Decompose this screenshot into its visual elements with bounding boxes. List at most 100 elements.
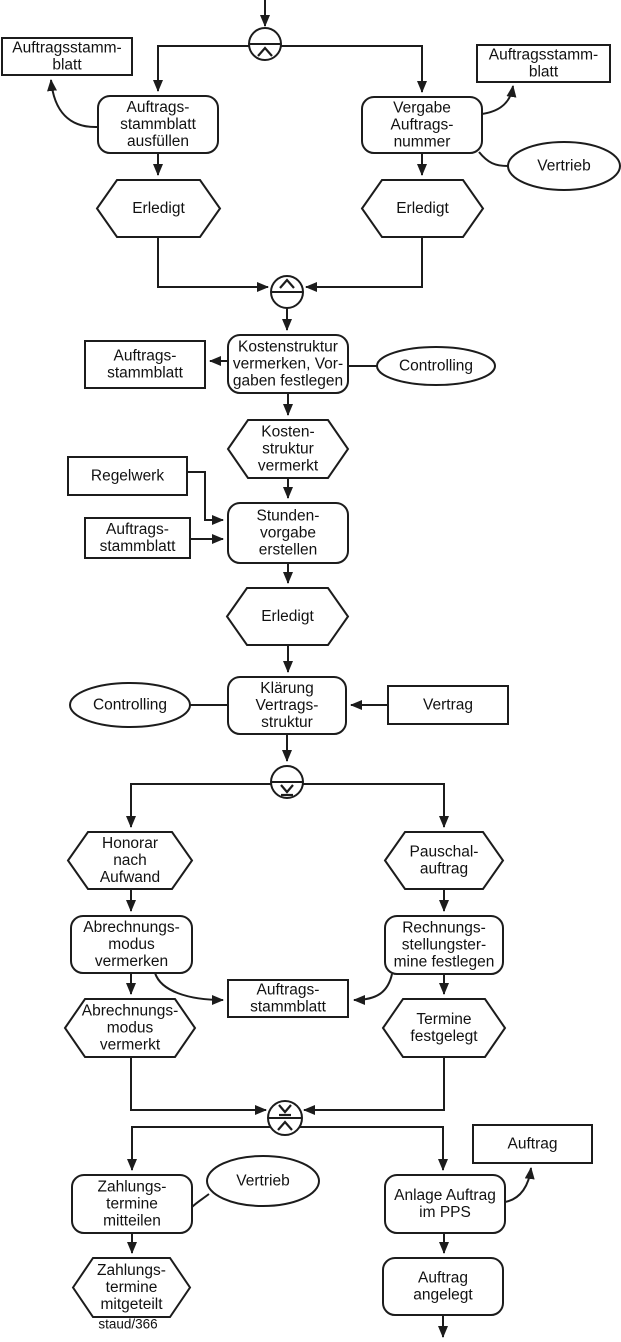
org-controlling-bottom: Controlling	[69, 682, 191, 728]
doc-auftragsstammblatt-top-left-shape	[1, 37, 133, 76]
fn-stundenvorgabe-erstellen-shape	[227, 502, 349, 564]
ev-erledigt-left: Erledigt	[95, 179, 222, 238]
and-operator-icon	[277, 1120, 293, 1131]
ev-pauschalauftrag: Pauschal-auftrag	[383, 831, 505, 890]
and-operator-icon	[279, 278, 295, 289]
xor-operator-icon	[278, 1104, 292, 1117]
doc-auftragsstammblatt-top-left: Auftragsstamm-blatt	[1, 37, 133, 76]
ev-erledigt-mid: Erledigt	[225, 587, 350, 646]
connector-xor-split	[270, 765, 304, 799]
doc-regelwerk-label: Regelwerk	[91, 468, 164, 485]
edge-doc-regelwerk-to-fn	[187, 471, 224, 525]
org-controlling-top: Controlling	[376, 346, 496, 386]
doc-vertrag-label: Vertrag	[423, 697, 473, 714]
fn-rechnungsstellungstermine-label: Rechnungs-stellungster-mine festlegen	[394, 920, 495, 971]
edge-and-split2-to-fn-anlage	[300, 1126, 448, 1171]
doc-auftragsstammblatt-top-right: Auftragsstamm-blatt	[476, 44, 611, 83]
fn-auftrag-angelegt-shape	[382, 1257, 504, 1316]
ev-abrechnungsmodus-vermerkt-shape	[63, 998, 197, 1058]
doc-auftrag-label: Auftrag	[508, 1136, 558, 1153]
ev-erledigt-left-shape	[95, 179, 222, 238]
edge-fn-abrechnung-to-doc-center	[154, 972, 224, 1005]
fn-auftragsstammblatt-ausfuellen-shape	[97, 95, 219, 154]
org-vertrieb-top: Vertrieb	[507, 141, 621, 191]
doc-auftragsstammblatt-lower: Auftrags-stammblatt	[84, 517, 191, 559]
org-vertrieb-bottom-label: Vertrieb	[236, 1173, 289, 1190]
doc-auftragsstammblatt-top-right-label: Auftragsstamm-blatt	[489, 47, 598, 81]
edge-fn-vergabe-to-doc-tr	[481, 85, 517, 115]
doc-auftrag: Auftrag	[472, 1124, 593, 1164]
edge-ev-abrechnung-to-xor-join	[130, 1057, 267, 1115]
edge-ev-termine-to-xor-join	[303, 1057, 445, 1115]
edge-xor-split-to-ev-pauschal	[303, 783, 449, 828]
doc-vertrag: Vertrag	[387, 685, 509, 725]
ev-pauschalauftrag-shape	[383, 831, 505, 890]
ev-pauschalauftrag-label: Pauschal-auftrag	[410, 844, 479, 878]
edge-org-vertrieb-bottom-link	[191, 1193, 210, 1208]
doc-regelwerk: Regelwerk	[67, 456, 188, 496]
org-vertrieb-top-shape	[507, 141, 621, 191]
fn-kostenstruktur-vermerken-shape	[227, 334, 349, 394]
ev-erledigt-mid-label: Erledigt	[261, 608, 314, 625]
ev-erledigt-left-label: Erledigt	[132, 200, 185, 217]
doc-auftrag-shape	[472, 1124, 593, 1164]
connector-and-split-top	[248, 27, 282, 61]
doc-vertrag-shape	[387, 685, 509, 725]
footer-credit: staud/366	[98, 1317, 157, 1332]
fn-zahlungstermine-mitteilen-shape	[71, 1174, 193, 1234]
edge-ev-erledigt-l-to-and-join	[157, 237, 269, 292]
fn-rechnungsstellungstermine: Rechnungs-stellungster-mine festlegen	[384, 915, 504, 975]
edge-and-split-to-fn-ausfuellen	[153, 45, 249, 92]
ev-erledigt-right-shape	[360, 179, 485, 238]
doc-auftragsstammblatt-center-label: Auftrags-stammblatt	[250, 982, 326, 1016]
fn-abrechnungsmodus-vermerken-shape	[70, 915, 193, 974]
doc-auftragsstammblatt-mid-shape	[84, 340, 206, 389]
edge-and-split-to-fn-vergabe	[281, 45, 427, 93]
org-vertrieb-top-label: Vertrieb	[537, 158, 590, 175]
connector-xor-join-and-split	[267, 1100, 303, 1136]
ev-kostenstruktur-vermerkt-shape	[226, 419, 350, 479]
org-vertrieb-bottom: Vertrieb	[206, 1155, 320, 1207]
doc-regelwerk-shape	[67, 456, 188, 496]
doc-auftragsstammblatt-lower-label: Auftrags-stammblatt	[100, 521, 176, 555]
ev-honorar-nach-aufwand-shape	[66, 831, 194, 890]
org-controlling-top-label: Controlling	[399, 358, 473, 375]
doc-auftragsstammblatt-center: Auftrags-stammblatt	[227, 979, 349, 1018]
ev-erledigt-mid-shape	[225, 587, 350, 646]
footer-credit-label: staud/366	[98, 1317, 157, 1332]
xor-operator-icon	[280, 784, 294, 797]
edge-fn-ausfuellen-to-doc-tl	[47, 79, 99, 129]
fn-vergabe-auftragsnummer-shape	[361, 96, 483, 154]
edge-fn-anlage-to-doc-auftrag	[504, 1167, 535, 1203]
doc-auftragsstammblatt-top-right-shape	[476, 44, 611, 83]
doc-auftragsstammblatt-top-left-label: Auftragsstamm-blatt	[12, 40, 121, 74]
and-operator-icon	[257, 46, 273, 57]
org-controlling-bottom-shape	[69, 682, 191, 728]
